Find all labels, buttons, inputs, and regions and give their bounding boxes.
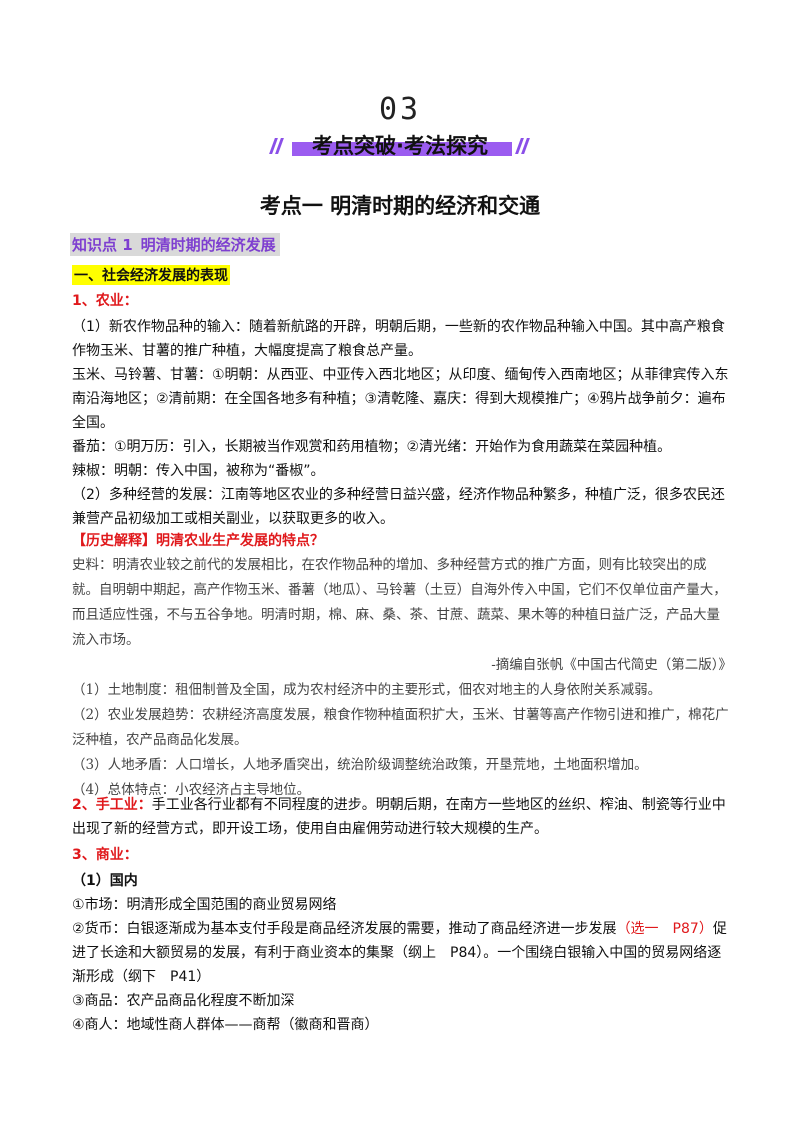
- commerce-item-cont: 促进了长途和大额贸易的发展，有利于商业资本的集聚（纲上 P84）。一个围绕白银输…: [72, 921, 727, 985]
- paragraph: 玉米、马铃薯、甘薯：①明朝：从西亚、中亚传入西北地区；从印度、缅甸传入西南地区；…: [72, 367, 729, 431]
- source-citation: -摘编自张帆《中国古代简史（第二版）》: [491, 657, 732, 673]
- banner-highlight: [292, 142, 512, 156]
- knowledge-point-label: 知识点 1: [72, 236, 133, 254]
- commerce-item: ④商人：地域性商人群体——商帮（徽商和晋商）: [72, 1017, 379, 1033]
- commerce-item: ③商品：农产品商品化程度不断加深: [72, 993, 295, 1009]
- handicraft-text: 手工业各行业都有不同程度的进步。明朝后期，在南方一些地区的丝织、榨油、制瓷等行业…: [72, 797, 726, 837]
- commerce-item: ①市场：明清形成全国范围的商业贸易网络: [72, 897, 337, 913]
- point-item: （4）总体特点：小农经济占主导地位。: [72, 782, 311, 798]
- subsection-heading: 一、社会经济发展的表现: [72, 265, 230, 285]
- history-explain-section: 【历史解释】明清农业生产发展的特点？ 史料：明清农业较之前代的发展相比，在农作物…: [72, 529, 732, 803]
- commerce-item: ②货币：白银逐渐成为基本支付手段是商品经济发展的需要，推动了商品经济进一步发展: [72, 921, 617, 937]
- paragraph: （1）新农作物品种的输入：随着新航路的开辟，明朝后期，一些新的农作物品种输入中国…: [72, 319, 725, 359]
- handicraft-heading: 2、手工业：: [72, 797, 152, 813]
- knowledge-point-title: 明清时期的经济发展: [140, 236, 276, 254]
- agriculture-heading: 1、农业：: [72, 293, 138, 309]
- textbook-reference: （选一 P87）: [616, 921, 713, 937]
- source-text: 史料：明清农业较之前代的发展相比，在农作物品种的增加、多种经营方式的推广方面，则…: [72, 557, 727, 648]
- paragraph: 辣椒：明朝：传入中国，被称为“番椒”。: [72, 463, 325, 479]
- paragraph: （2）多种经营的发展：江南等地区农业的多种经营日益兴盛，经济作物品种繁多，种植广…: [72, 487, 725, 527]
- commerce-section: 3、商业： （1）国内 ①市场：明清形成全国范围的商业贸易网络 ②货币：白银逐渐…: [72, 843, 732, 1037]
- point-item: （2）农业发展趋势：农耕经济高度发展，粮食作物种植面积扩大，玉米、甘薯等高产作物…: [72, 707, 729, 748]
- handicraft-section: 2、手工业：手工业各行业都有不同程度的进步。明朝后期，在南方一些地区的丝织、榨油…: [72, 793, 732, 841]
- knowledge-point-tag: 知识点 1 明清时期的经济发展: [70, 233, 280, 256]
- history-explain-heading: 【历史解释】明清农业生产发展的特点？: [72, 533, 324, 549]
- topic-heading: 考点一 明清时期的经济和交通: [259, 194, 541, 218]
- section-banner: 考点突破·考法探究: [262, 128, 538, 162]
- point-item: （1）土地制度：租佃制普及全国，成为农村经济中的主要形式，佃农对地主的人身依附关…: [72, 682, 662, 698]
- commerce-heading: 3、商业：: [72, 847, 138, 863]
- agriculture-section: 1、农业： （1）新农作物品种的输入：随着新航路的开辟，明朝后期，一些新的农作物…: [72, 289, 732, 531]
- paragraph: 番茄：①明万历：引入，长期被当作观赏和药用植物；②清光绪：开始作为食用蔬菜在菜园…: [72, 439, 672, 455]
- commerce-subheading: （1）国内: [72, 873, 138, 889]
- section-number: 03: [378, 92, 422, 127]
- point-item: （3）人地矛盾：人口增长，人地矛盾突出，统治阶级调整统治政策，开垦荒地，土地面积…: [72, 757, 648, 773]
- banner-title: 考点突破·考法探究: [312, 134, 488, 158]
